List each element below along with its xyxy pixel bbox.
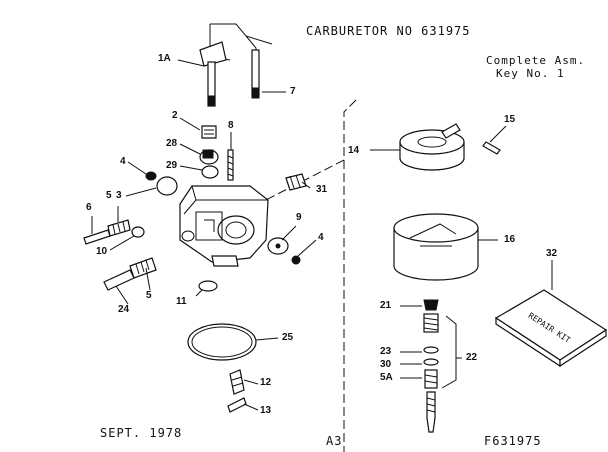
callout-31: 31 (316, 184, 328, 195)
callout-9: 9 (296, 212, 302, 223)
callout-28: 28 (166, 138, 178, 149)
callout-24: 24 (118, 304, 130, 315)
date-label: SEPT. 1978 (100, 426, 183, 440)
callout-1a: 1A (158, 53, 171, 64)
key-number-note: Key No. 1 (496, 67, 565, 80)
callout-12: 12 (260, 377, 272, 388)
figure-number: F631975 (484, 434, 542, 448)
callout-16: 16 (504, 234, 516, 245)
callout-2: 2 (172, 110, 178, 121)
main-needle-assembly (103, 257, 157, 291)
plate-and-screw-part (267, 237, 301, 265)
callout-5a: 5A (380, 372, 393, 383)
leader-lines (91, 59, 553, 411)
carburetor-body (179, 185, 269, 267)
callout-3: 3 (116, 190, 122, 201)
plug-part (198, 280, 218, 292)
callout-5-upper: 5 (106, 190, 112, 201)
callout-32: 32 (546, 248, 558, 259)
callout-4-upper: 4 (120, 156, 126, 167)
callout-29: 29 (166, 160, 178, 171)
callout-23: 23 (380, 346, 392, 357)
drain-parts (227, 369, 247, 413)
callout-4-lower: 4 (318, 232, 324, 243)
callout-14: 14 (348, 145, 360, 156)
callout-5-lower: 5 (146, 290, 152, 301)
throttle-shaft-part (199, 23, 273, 107)
diagram-title: CARBURETOR NO 631975 (306, 24, 471, 38)
callout-15: 15 (504, 114, 516, 125)
repair-kit-part (494, 289, 608, 368)
callout-10: 10 (96, 246, 108, 257)
fitting-part (285, 173, 307, 191)
callout-30: 30 (380, 359, 392, 370)
callout-13: 13 (260, 405, 272, 416)
page-label: A3 (326, 434, 343, 448)
o-ring-part (187, 323, 257, 361)
upper-small-parts (145, 125, 234, 196)
callout-6: 6 (86, 202, 92, 213)
idle-needle-assembly (83, 219, 145, 245)
needle-valve-stack (423, 299, 439, 433)
callout-22: 22 (466, 352, 478, 363)
callout-21: 21 (380, 300, 392, 311)
callout-7: 7 (290, 86, 296, 97)
complete-assembly-note: Complete Asm. (486, 54, 586, 67)
choke-shaft-part (245, 35, 260, 99)
callout-8: 8 (228, 120, 234, 131)
callout-11: 11 (176, 296, 187, 307)
float-part (393, 213, 479, 281)
assembly-outline (257, 99, 357, 452)
bowl-top-part (399, 123, 501, 171)
callout-25: 25 (282, 332, 294, 343)
